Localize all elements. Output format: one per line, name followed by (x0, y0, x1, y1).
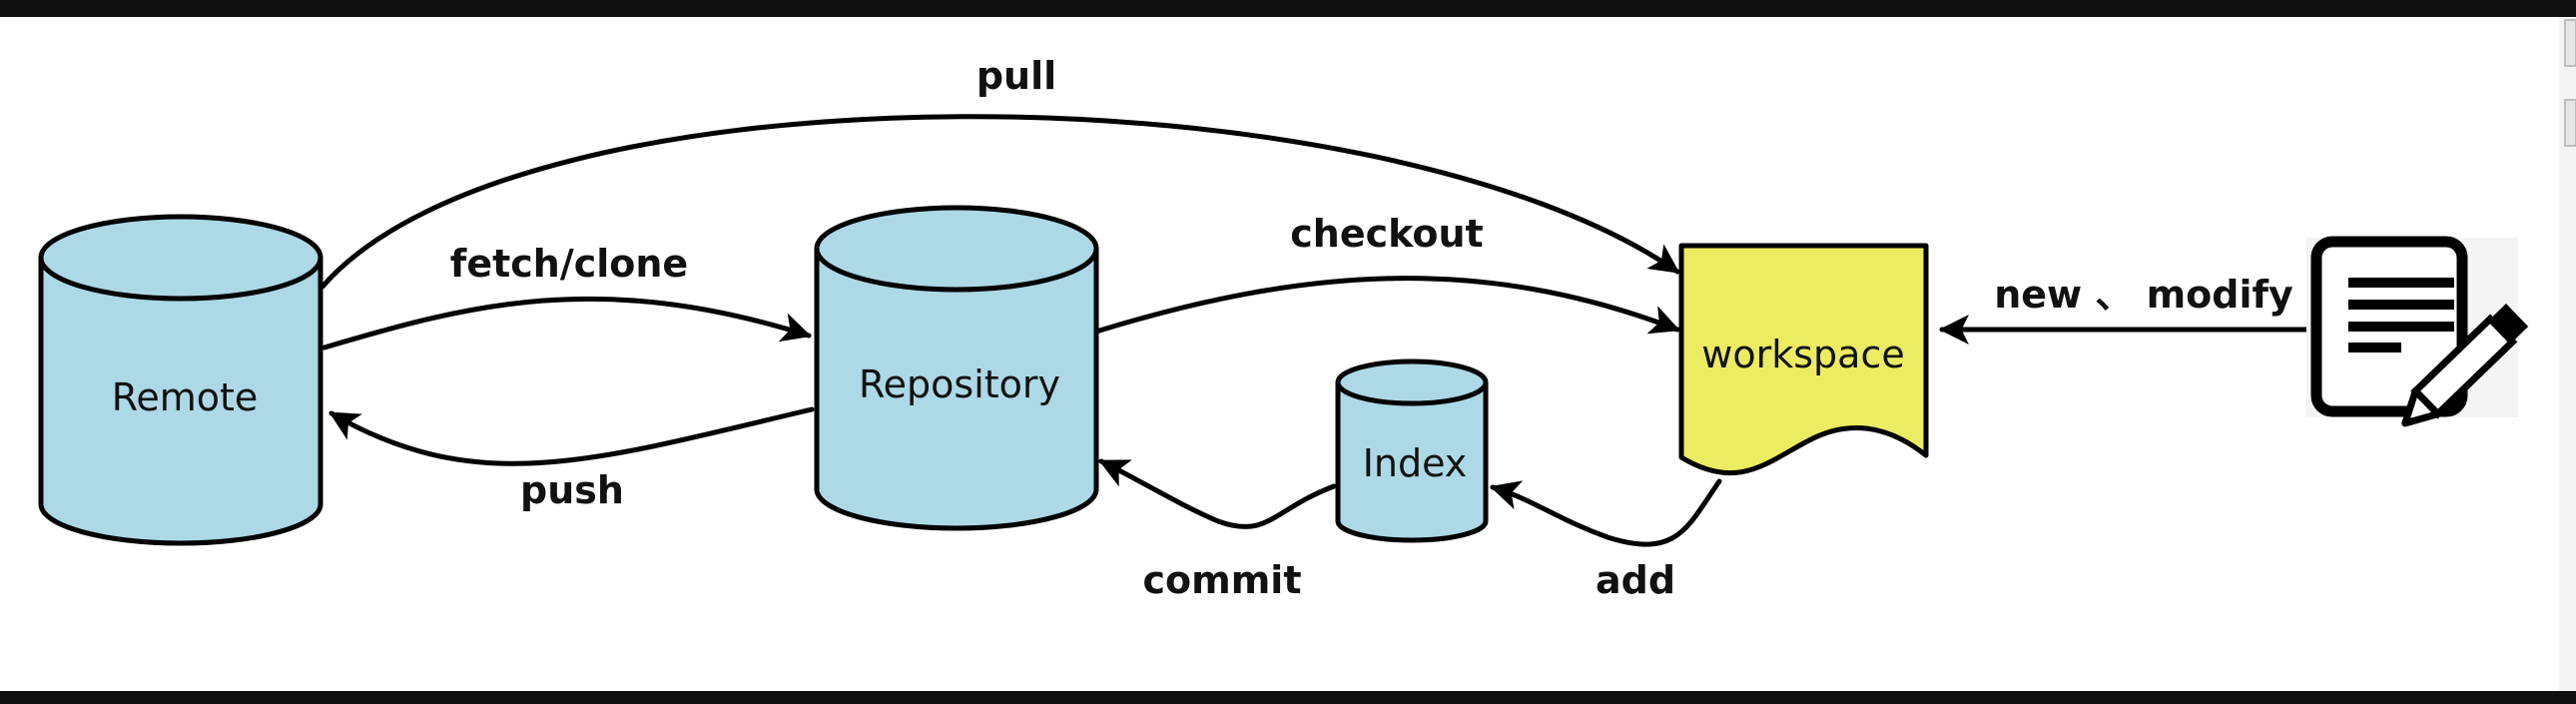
commit-label: commit (1142, 558, 1301, 602)
commit-arrow (1098, 458, 1337, 529)
workspace-document (1678, 243, 1929, 476)
new-modify-label: new 、 modify (1994, 273, 2293, 317)
push-label: push (520, 468, 624, 512)
remote-cylinder (38, 214, 323, 546)
remote-label: Remote (112, 375, 259, 419)
pull-label: pull (976, 54, 1056, 98)
document-edit-icon (2306, 236, 2529, 427)
repository-label: Repository (859, 362, 1060, 406)
top-frame-bar (0, 0, 2576, 17)
bottom-frame-bar (0, 691, 2576, 704)
fetch-clone-label: fetch/clone (450, 242, 688, 286)
checkout-label: checkout (1290, 212, 1483, 256)
repository-cylinder (814, 205, 1099, 531)
index-cylinder (1335, 358, 1489, 543)
fetch-clone-arrow (322, 296, 812, 351)
push-arrow (328, 406, 815, 466)
add-label: add (1596, 558, 1675, 602)
pull-arrow (320, 114, 1680, 290)
right-scrollbar-strip[interactable] (2559, 17, 2576, 691)
checkout-arrow (1093, 276, 1680, 335)
index-label: Index (1363, 441, 1468, 485)
add-arrow (1490, 478, 1722, 547)
workspace-label: workspace (1701, 333, 1904, 376)
